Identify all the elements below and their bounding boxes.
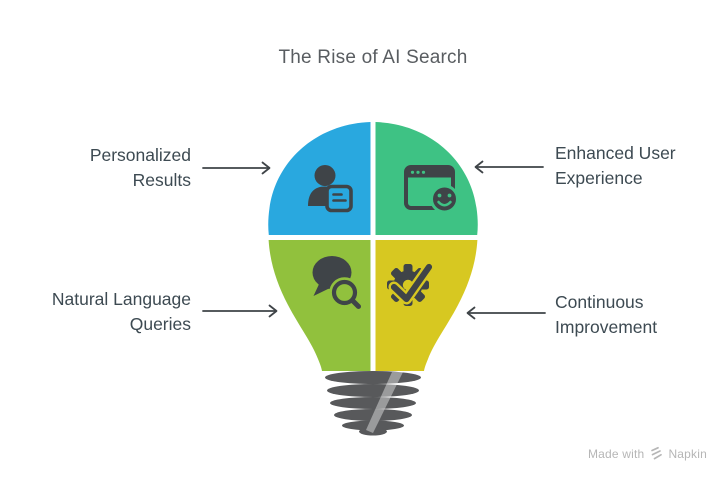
watermark: Made with Napkin (588, 446, 707, 461)
arrow-enhanced-user-experience (474, 160, 544, 174)
quadrant-bottom-right (375, 240, 478, 371)
watermark-brand: Napkin (668, 446, 707, 461)
label-natural-language-queries: Natural Language Queries (51, 289, 191, 334)
arrow-personalized-results (202, 161, 271, 175)
user-profile-card-icon (308, 165, 353, 213)
base-highlight (366, 372, 403, 433)
label-continuous-improvement: Continuous Improvement (555, 292, 658, 337)
chat-search-icon (312, 256, 364, 312)
arrow-continuous-improvement (466, 306, 546, 320)
bulb-screw-base (325, 371, 421, 436)
browser-smiley-icon (404, 165, 459, 214)
label-enhanced-user-experience: Enhanced User Experience (555, 143, 676, 188)
gear-check-icon (387, 261, 435, 306)
napkin-logo-icon (651, 446, 663, 460)
quadrant-top-right (375, 122, 478, 235)
label-personalized-results: Personalized Results (89, 145, 191, 190)
watermark-prefix: Made with (587, 446, 645, 461)
arrow-natural-language-queries (202, 304, 278, 318)
page-title: The Rise of AI Search (278, 47, 468, 68)
